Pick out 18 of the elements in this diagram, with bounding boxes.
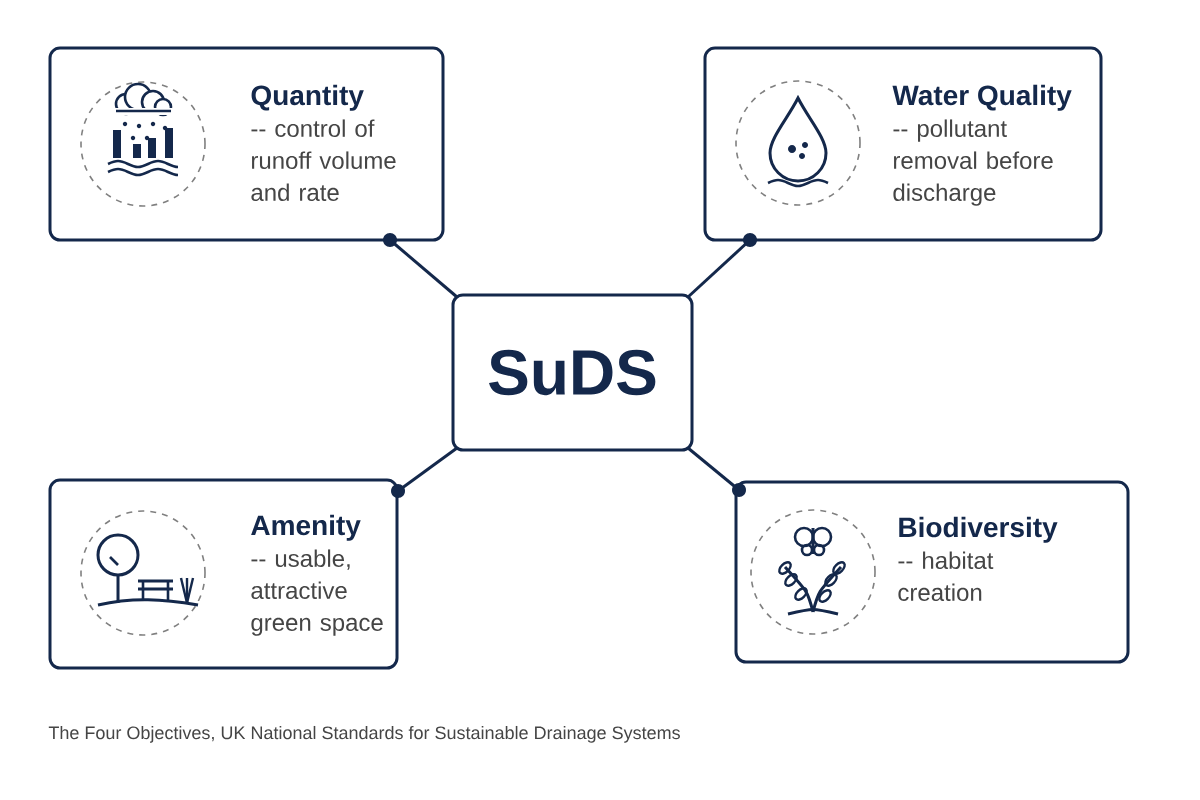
description: -- pollutant removal before discharge <box>893 119 1053 206</box>
connector <box>391 446 458 498</box>
caption: The Four Objectives, UK National Standards for Sustainable Drainage Systems <box>48 725 680 743</box>
connector <box>383 233 458 299</box>
connector <box>687 446 746 497</box>
description: -- usable, attractive green space <box>251 549 383 636</box>
description: -- control of runoff volume and rate <box>251 119 396 201</box>
connector <box>687 233 757 299</box>
central-box: SuDS <box>451 293 694 452</box>
description: -- habitat creation <box>898 551 994 601</box>
heading: Water Quality <box>892 84 1072 111</box>
objective-box <box>734 480 1130 664</box>
objective-box <box>48 478 399 670</box>
heading: Biodiversity <box>899 516 1058 543</box>
heading: Amenity <box>251 514 361 541</box>
objective-box <box>48 46 445 242</box>
objective-box <box>703 46 1103 242</box>
heading: Quantity <box>251 84 364 111</box>
